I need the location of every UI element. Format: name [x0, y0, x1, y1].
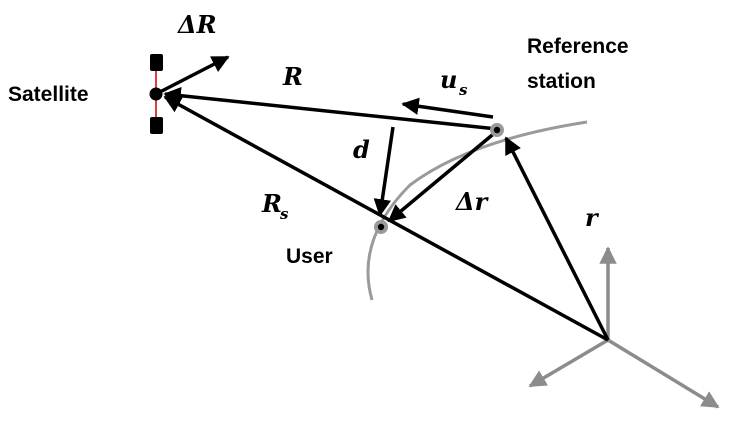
earth-surface-arc	[366, 120, 588, 301]
svg-text:s: s	[459, 81, 468, 99]
svg-text:u: u	[440, 65, 457, 94]
r-symbol: r	[585, 203, 600, 232]
vector-d	[373, 126, 395, 217]
vector-delta-R	[155, 55, 230, 96]
vector-R-s	[163, 95, 609, 342]
reference-station-point	[490, 123, 504, 137]
vector-r	[504, 136, 610, 341]
user-label: User	[286, 245, 333, 268]
R-symbol: R	[282, 62, 303, 91]
d-symbol: d	[353, 135, 370, 164]
R-s-symbol: R s	[261, 189, 289, 223]
satellite-panel-top	[150, 54, 163, 71]
vector-delta-r	[387, 129, 499, 223]
vector-u-s	[401, 97, 494, 119]
svg-text:s: s	[280, 205, 289, 223]
delta-r-symbol: Δr	[455, 187, 490, 216]
u-s-symbol: u s	[440, 65, 468, 99]
coordinate-axes	[528, 246, 720, 409]
reference-station-label-line1: Reference	[527, 35, 629, 58]
axis-left	[528, 338, 609, 388]
delta-R-symbol: ΔR	[177, 10, 217, 39]
reference-station-label-line2: station	[527, 70, 596, 93]
svg-text:R: R	[261, 189, 282, 218]
satellite-label: Satellite	[8, 83, 89, 106]
vector-R	[163, 86, 498, 131]
user-point	[374, 220, 388, 234]
satellite-panel-bottom	[150, 117, 163, 134]
axis-right	[607, 338, 720, 409]
